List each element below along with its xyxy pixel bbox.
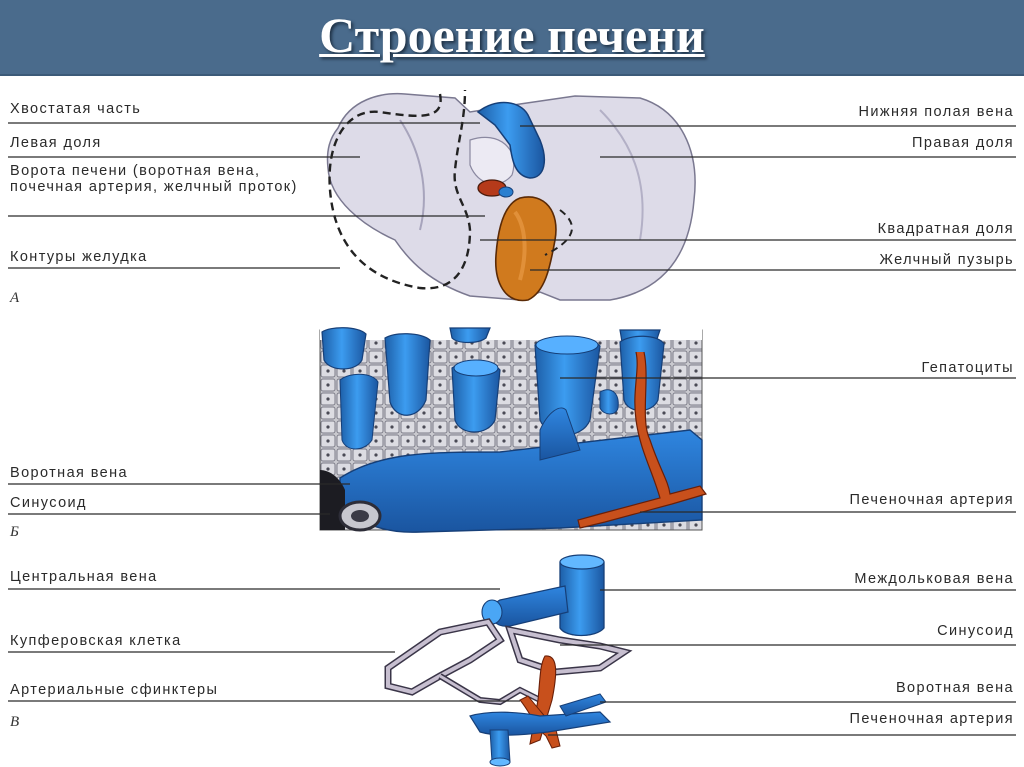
label-right-lobe: Правая доля (912, 135, 1014, 151)
label-sinusoid-c: Синусоид (937, 623, 1014, 639)
label-sinusoid-b: Синусоид (10, 495, 87, 511)
label-central-vein: Центральная вена (10, 569, 158, 585)
label-arterial-sphincters: Артериальные сфинктеры (10, 682, 219, 698)
panel-letter-b: Б (10, 524, 19, 540)
label-stomach-contours: Контуры желудка (10, 249, 148, 265)
label-portal-vein-c: Воротная вена (895, 680, 1014, 696)
label-hepatocytes: Гепатоциты (921, 360, 1014, 376)
label-porta-hepatis: Ворота печени (воротная вена, почечная а… (10, 163, 298, 195)
lobule-section-figure (319, 326, 707, 533)
microcirculation-figure (384, 554, 633, 767)
label-hepatic-artery-b: Печеночная артерия (849, 492, 1014, 508)
label-quadrate-lobe: Квадратная доля (877, 221, 1014, 237)
label-inferior-vena-cava: Нижняя полая вена (858, 104, 1014, 120)
label-gallbladder: Желчный пузырь (879, 252, 1014, 268)
label-caudate-part: Хвостатая часть (10, 101, 142, 117)
label-kupffer-cell: Купферовская клетка (10, 633, 182, 649)
liver-figure (326, 89, 696, 302)
label-interlobular-vein: Междольковая вена (854, 571, 1014, 587)
title-bar: Строение печени (0, 0, 1024, 76)
panel-letter-a: А (10, 290, 20, 306)
leader-lines (8, 122, 1016, 736)
label-left-lobe: Левая доля (10, 135, 102, 151)
panel-letter-c: В (10, 714, 20, 730)
page-title: Строение печени (319, 7, 705, 63)
label-portal-vein-b: Воротная вена (10, 465, 129, 481)
label-hepatic-artery-c: Печеночная артерия (849, 711, 1014, 727)
